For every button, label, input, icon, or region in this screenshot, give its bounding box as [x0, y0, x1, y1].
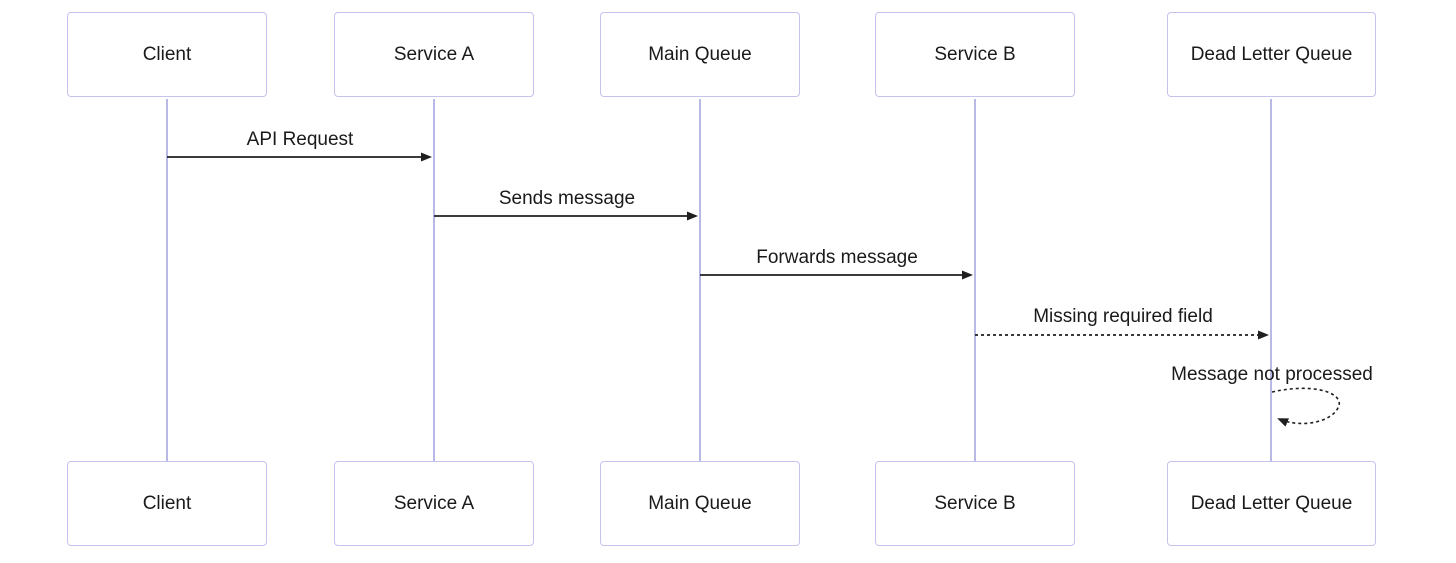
participant-dead-letter-queue-label: Dead Letter Queue [1190, 492, 1353, 514]
message-label-api-request: API Request [246, 129, 354, 150]
participant-client-bottom: Client [67, 461, 267, 546]
lifeline-main-queue [699, 99, 701, 461]
message-label-missing-required-field: Missing required field [1033, 306, 1213, 327]
participant-main-queue-label: Main Queue [648, 492, 752, 514]
participant-service-b-top: Service B [875, 12, 1075, 97]
participant-service-a-top: Service A [334, 12, 534, 97]
lifeline-service-b [974, 99, 976, 461]
lifeline-client [166, 99, 168, 461]
participant-service-a-label: Service A [393, 492, 475, 514]
participant-client-label: Client [142, 492, 192, 514]
message-label-sends-message: Sends message [498, 188, 636, 209]
participant-main-queue-label: Main Queue [648, 43, 752, 65]
participant-service-a-bottom: Service A [334, 461, 534, 546]
participant-service-a-label: Service A [393, 43, 475, 65]
participant-service-b-label: Service B [934, 492, 1016, 514]
participant-service-b-label: Service B [934, 43, 1016, 65]
participant-main-queue-bottom: Main Queue [600, 461, 800, 546]
participant-dead-letter-queue-label: Dead Letter Queue [1190, 43, 1353, 65]
participant-client-top: Client [67, 12, 267, 97]
participant-service-b-bottom: Service B [875, 461, 1075, 546]
participant-client-label: Client [142, 43, 192, 65]
participant-dead-letter-queue-top: Dead Letter Queue [1167, 12, 1376, 97]
lifeline-service-a [433, 99, 435, 461]
participant-dead-letter-queue-bottom: Dead Letter Queue [1167, 461, 1376, 546]
participant-main-queue-top: Main Queue [600, 12, 800, 97]
lifeline-dead-letter-queue [1270, 99, 1272, 461]
arrow-message-not-processed-self-loop [1271, 387, 1341, 427]
message-label-message-not-processed: Message not processed [1171, 364, 1373, 385]
message-label-forwards-message: Forwards message [756, 247, 918, 268]
